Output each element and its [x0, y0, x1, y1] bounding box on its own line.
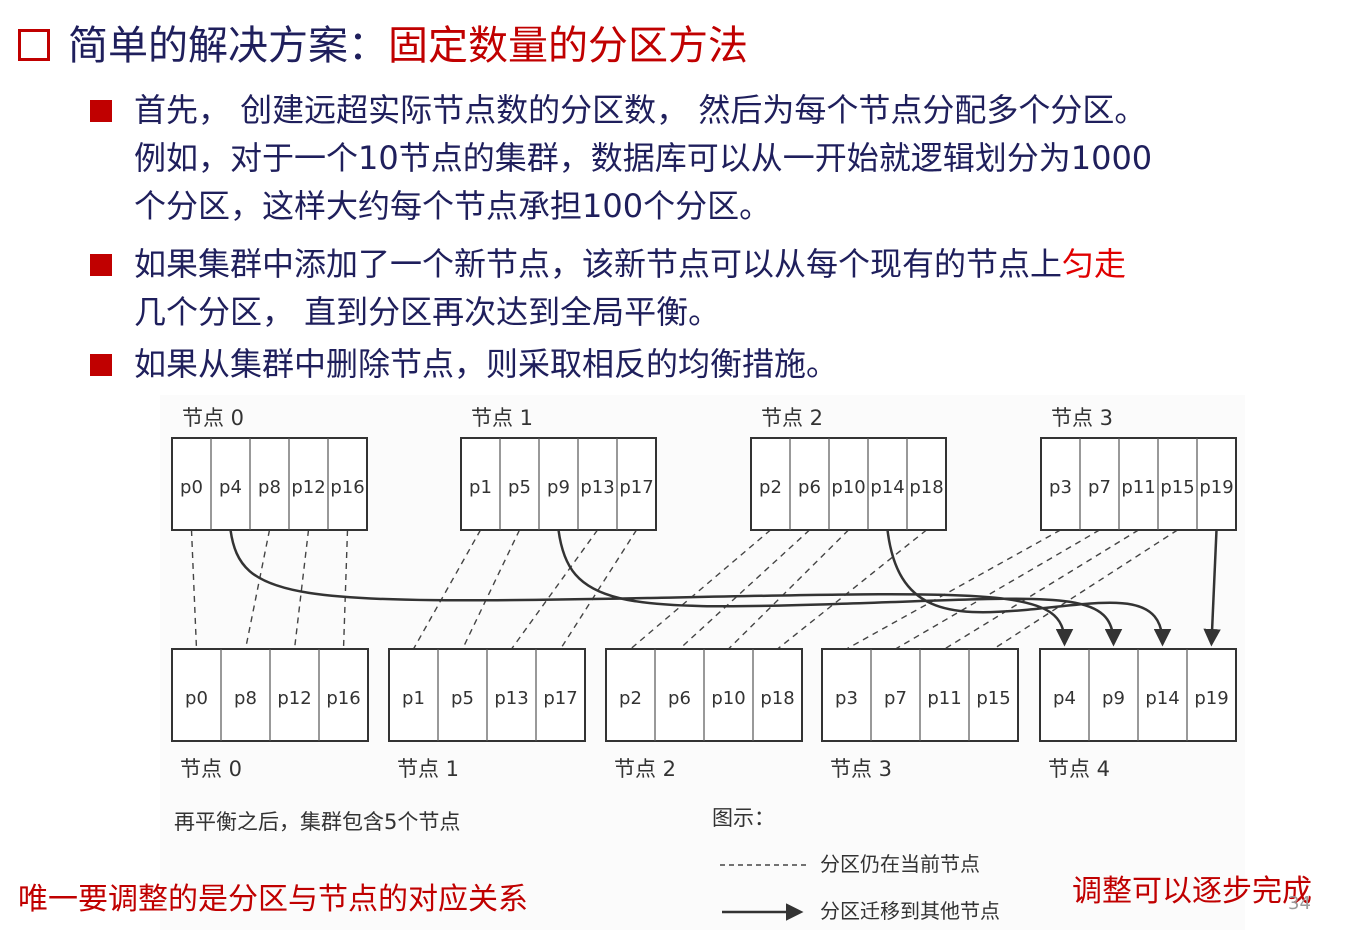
- bottom-partition-p6: p6: [668, 688, 691, 709]
- note-right: 调整可以逐步完成: [1072, 874, 1312, 909]
- top-partition-p1: p1: [469, 477, 492, 498]
- move-arrow-p4: [229, 529, 1074, 647]
- stay-line-p18: [777, 529, 927, 650]
- bottom-partition-p11: p11: [927, 688, 961, 709]
- stay-line-p10: [728, 529, 849, 650]
- stay-line-p12: [293, 529, 310, 650]
- bottom-node-label-1: 节点 1: [397, 757, 459, 781]
- top-partition-p7: p7: [1088, 477, 1111, 498]
- stay-line-p16: [342, 529, 349, 650]
- top-partition-p19: p19: [1199, 477, 1233, 498]
- top-partition-p3: p3: [1049, 477, 1072, 498]
- stay-line-p11: [944, 529, 1139, 650]
- bottom-partition-p2: p2: [619, 688, 642, 709]
- bottom-node-label-3: 节点 3: [830, 757, 892, 781]
- top-partition-p0: p0: [180, 477, 203, 498]
- title-highlight: 固定数量的分区方法: [388, 23, 748, 69]
- top-node-label-0: 节点 0: [182, 406, 244, 430]
- page-number: 34: [1288, 893, 1311, 914]
- top-partition-p5: p5: [508, 477, 531, 498]
- stay-line-p3: [846, 529, 1061, 650]
- legend-title: 图示：: [712, 806, 775, 830]
- top-partition-p11: p11: [1121, 477, 1155, 498]
- stay-line-p7: [895, 529, 1100, 650]
- slide-title: 简单的解决方案：固定数量的分区方法: [18, 20, 748, 72]
- top-partition-p4: p4: [219, 477, 242, 498]
- bottom-partition-p7: p7: [884, 688, 907, 709]
- top-partition-p12: p12: [291, 477, 325, 498]
- diagram-caption: 再平衡之后，集群包含5个节点: [174, 810, 460, 834]
- bottom-partition-p9: p9: [1102, 688, 1125, 709]
- bullet-2-line-1: 如果集群中添加了一个新节点，该新节点可以从每个现有的节点上: [134, 245, 1063, 283]
- move-arrow-p9: [557, 529, 1123, 647]
- bottom-partition-p15: p15: [976, 688, 1010, 709]
- bullet-3-line-1: 如果从集群中删除节点，则采取相反的均衡措施。: [134, 345, 839, 383]
- top-node-box-1: [460, 437, 657, 531]
- stay-line-p13: [510, 529, 599, 650]
- title-prefix: 简单的解决方案：: [68, 23, 388, 69]
- top-partition-p17: p17: [619, 477, 653, 498]
- bottom-partition-p8: p8: [234, 688, 257, 709]
- bottom-partition-p13: p13: [494, 688, 528, 709]
- bottom-node-label-4: 节点 4: [1048, 757, 1110, 781]
- bottom-partition-p0: p0: [185, 688, 208, 709]
- top-node-box-3: [1040, 437, 1237, 531]
- move-arrow-p19: [1203, 529, 1221, 647]
- bullet-2-highlight: 匀走: [1062, 245, 1127, 283]
- top-node-label-3: 节点 3: [1051, 406, 1113, 430]
- bottom-partition-p12: p12: [277, 688, 311, 709]
- stay-line-p0: [190, 529, 198, 650]
- top-partition-p2: p2: [759, 477, 782, 498]
- top-partition-p14: p14: [870, 477, 904, 498]
- top-partition-p6: p6: [798, 477, 821, 498]
- stay-line-p15: [993, 529, 1178, 650]
- top-node-box-0: [171, 437, 368, 531]
- bottom-partition-p3: p3: [835, 688, 858, 709]
- bottom-partition-p10: p10: [711, 688, 745, 709]
- bottom-partition-p17: p17: [543, 688, 577, 709]
- top-partition-p15: p15: [1160, 477, 1194, 498]
- bottom-partition-p4: p4: [1053, 688, 1076, 709]
- top-partition-p18: p18: [909, 477, 943, 498]
- move-arrow-p14: [886, 529, 1172, 647]
- stay-line-p2: [630, 529, 771, 650]
- top-partition-p10: p10: [831, 477, 865, 498]
- bottom-partition-p14: p14: [1145, 688, 1179, 709]
- stay-line-p1: [412, 529, 482, 650]
- square-bullet-icon: [90, 254, 112, 276]
- top-node-label-2: 节点 2: [761, 406, 823, 430]
- stay-line-p6: [679, 529, 810, 650]
- stay-line-p8: [244, 529, 271, 650]
- bullet-1-line-1: 首先， 创建远超实际节点数的分区数， 然后为每个节点分配多个分区。: [134, 91, 1147, 129]
- top-node-box-2: [750, 437, 947, 531]
- bottom-partition-p5: p5: [451, 688, 474, 709]
- legend-dashed-label: 分区仍在当前节点: [820, 852, 980, 876]
- top-partition-p13: p13: [580, 477, 614, 498]
- bottom-partition-p1: p1: [402, 688, 425, 709]
- note-left: 唯一要调整的是分区与节点的对应关系: [18, 882, 528, 917]
- bottom-node-label-0: 节点 0: [180, 757, 242, 781]
- stay-line-p17: [559, 529, 638, 650]
- bullet-1-line-3: 个分区，这样大约每个节点承担100个分区。: [134, 187, 772, 225]
- bullet-2-line-2: 几个分区， 直到分区再次达到全局平衡。: [134, 293, 721, 331]
- top-partition-p9: p9: [547, 477, 570, 498]
- bottom-partition-p19: p19: [1194, 688, 1228, 709]
- top-partition-p16: p16: [330, 477, 364, 498]
- top-node-label-1: 节点 1: [471, 406, 533, 430]
- bullet-1-line-2: 例如，对于一个10节点的集群，数据库可以从一开始就逻辑划分为1000: [134, 139, 1153, 177]
- top-partition-p8: p8: [258, 477, 281, 498]
- bottom-node-label-2: 节点 2: [614, 757, 676, 781]
- square-bullet-icon: [90, 354, 112, 376]
- bottom-partition-p16: p16: [326, 688, 360, 709]
- stay-line-p5: [461, 529, 521, 650]
- bottom-partition-p18: p18: [760, 688, 794, 709]
- legend-arrow-label: 分区迁移到其他节点: [820, 899, 1000, 923]
- hollow-square-bullet-icon: [18, 29, 50, 61]
- square-bullet-icon: [90, 100, 112, 122]
